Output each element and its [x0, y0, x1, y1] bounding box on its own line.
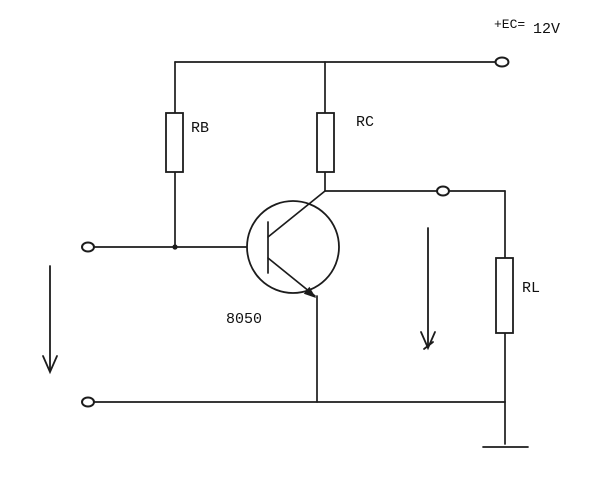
supply-label: +EC= [494, 17, 525, 32]
output-arrowhead-tick [423, 341, 434, 350]
resistor-rb-label: RB [191, 120, 209, 137]
resistor-rc-body [316, 112, 335, 173]
resistors [165, 112, 514, 334]
direction-arrows [42, 227, 436, 375]
output-direction-arrowhead-icon [420, 331, 436, 351]
emitter-arrowhead-icon [303, 286, 316, 298]
transistor-8050 [246, 190, 340, 298]
common-terminal [81, 396, 95, 408]
resistor-rl-label: RL [522, 280, 540, 297]
resistor-rc-label: RC [356, 114, 374, 131]
input-terminal [81, 241, 95, 253]
input-direction-arrowhead-icon [42, 355, 58, 375]
supply-voltage-label: 12V [533, 21, 560, 38]
transistor-body-circle [246, 200, 340, 294]
output-terminal [436, 185, 450, 197]
transistor-model-label: 8050 [226, 311, 262, 328]
labels: +EC= 12V RB RC RL 8050 [191, 17, 560, 328]
terminals [81, 56, 510, 408]
resistor-rb-body [165, 112, 184, 173]
base-junction-dot [172, 244, 178, 250]
supply-terminal [494, 56, 510, 68]
resistor-rl-body [495, 257, 514, 334]
transistor-collector-lead [267, 190, 326, 238]
